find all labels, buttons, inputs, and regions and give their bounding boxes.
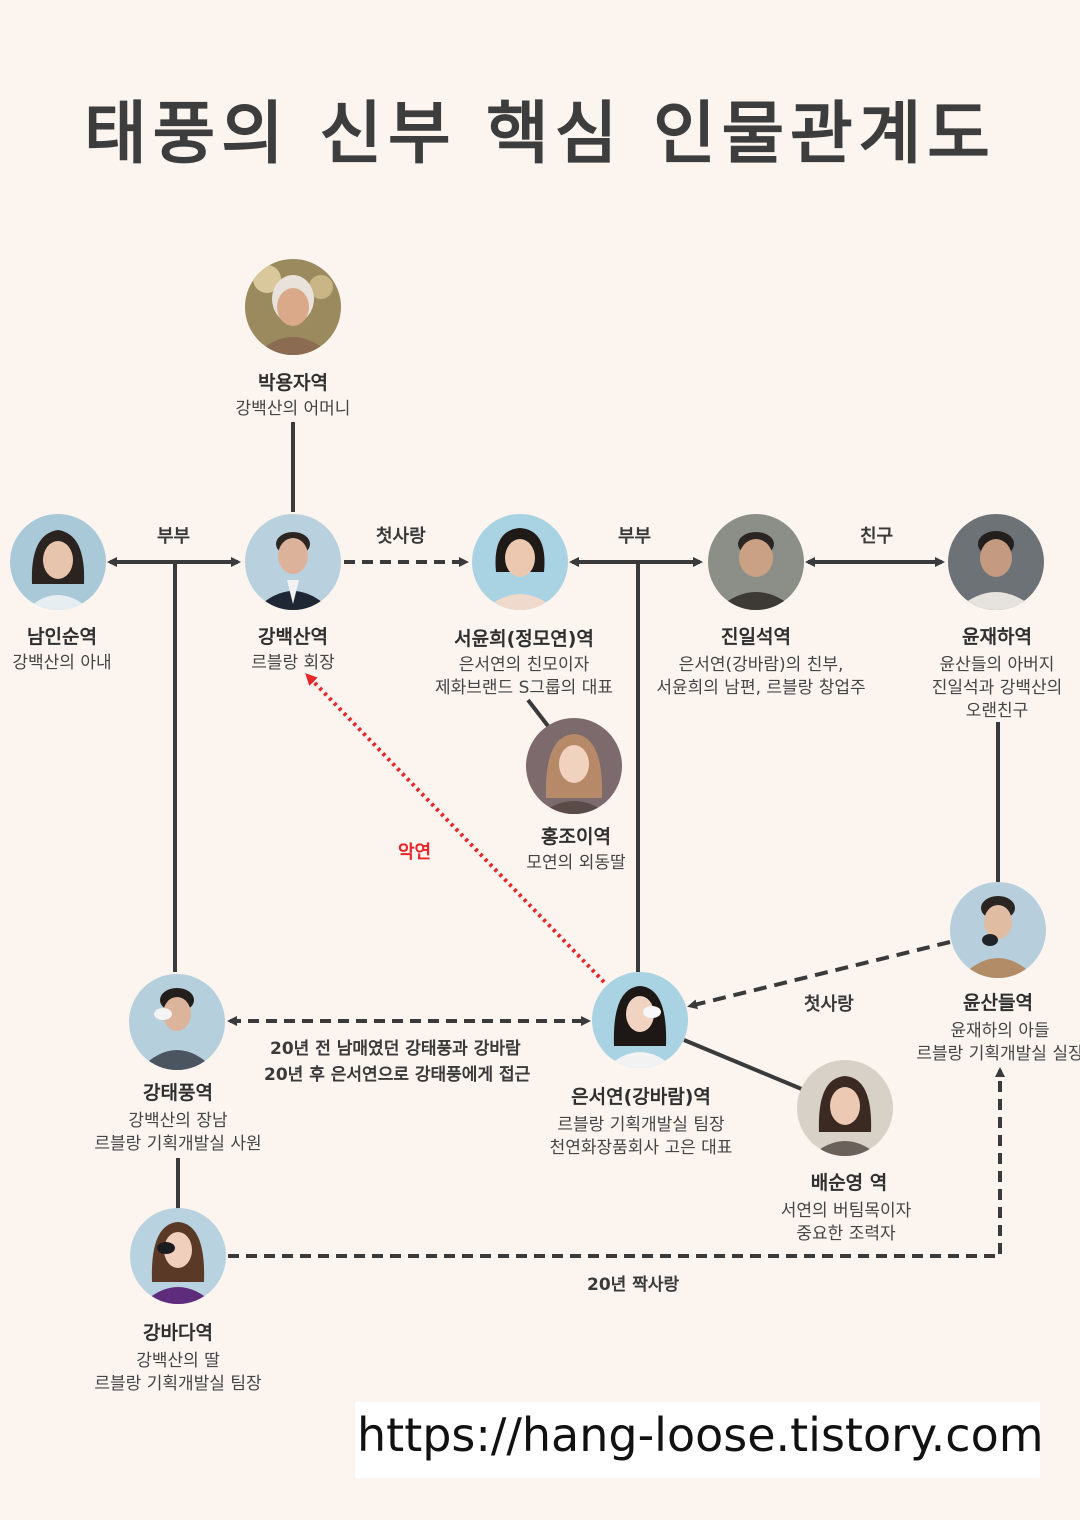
line-first-love-2 (687, 940, 951, 1010)
rel-crush: 20년 짝사랑 (587, 1275, 680, 1295)
name-seo: 서윤희(정모연)역 (454, 628, 594, 650)
name-kang-taepung: 강태풍역 (143, 1082, 213, 1104)
desc-seo: 은서연의 친모이자 제화브랜드 S그룹의 대표 (435, 655, 613, 698)
rel-first-love-1: 첫사랑 (376, 526, 426, 547)
name-kang-baeksan: 강백산역 (258, 626, 328, 648)
name-nam: 남인순역 (27, 626, 97, 648)
desc-kang-baeksan: 르블랑 회장 (251, 653, 335, 673)
rel-first-love-2: 첫사랑 (804, 994, 854, 1015)
avatar-yoon-sandeul (950, 882, 1046, 978)
desc-kang-bada: 강백산의 딸 르블랑 기획개발실 팀장 (94, 1351, 262, 1394)
avatar-seo (472, 514, 568, 610)
desc-jin: 은서연(강바람)의 친부, 서윤희의 남편, 르블랑 창업주 (656, 655, 866, 698)
avatar-kang-baeksan (245, 514, 341, 610)
desc-eun: 르블랑 기획개발실 팀장 천연화장품회사 고은 대표 (549, 1115, 733, 1158)
name-yoon-jaeha: 윤재하역 (962, 626, 1032, 648)
desc-hong: 모연의 외동딸 (526, 853, 626, 873)
avatar-park (245, 259, 341, 355)
name-bae: 배순영 역 (810, 1172, 888, 1194)
avatar-jin (708, 514, 804, 610)
rel-siblings-line-2: 20년 후 은서연으로 강태풍에게 접근 (264, 1065, 531, 1085)
desc-yoon-jaeha: 윤산들의 아버지 진일석과 강백산의 오랜친구 (931, 655, 1063, 721)
rel-bubu-1: 부부 (157, 526, 191, 547)
name-hong: 홍조이역 (541, 826, 611, 848)
line-hong (526, 698, 550, 728)
line-akyeon (305, 673, 606, 984)
name-jin: 진일석역 (721, 626, 791, 648)
desc-nam: 강백산의 아내 (12, 653, 112, 673)
name-kang-bada: 강바다역 (143, 1322, 213, 1344)
line-crush (228, 1067, 1005, 1258)
rel-siblings-line-1: 20년 전 남매였던 강태풍과 강바람 (270, 1039, 521, 1059)
page-title: 태풍의 신부 핵심 인물관계도 (84, 95, 996, 174)
desc-park: 강백산의 어머니 (235, 399, 351, 419)
desc-yoon-sandeul: 윤재하의 아들 르블랑 기획개발실 실장 (916, 1021, 1080, 1064)
avatar-kang-taepung (129, 974, 225, 1070)
avatar-nam (10, 514, 106, 610)
desc-bae: 서연의 버팀목이자 중요한 조력자 (780, 1201, 912, 1244)
url-background (355, 1402, 1040, 1478)
name-park: 박용자역 (258, 372, 328, 394)
rel-bubu-2: 부부 (618, 526, 652, 547)
name-eun: 은서연(강바람)역 (571, 1086, 711, 1108)
rel-friend: 친구 (860, 526, 894, 547)
avatar-bae (797, 1060, 893, 1156)
rel-akyeon: 악연 (398, 842, 432, 863)
avatar-kang-bada (130, 1208, 226, 1304)
avatar-hong (526, 718, 622, 814)
avatar-yoon-jaeha (948, 514, 1044, 610)
avatar-eun (592, 972, 688, 1068)
line-bae (683, 1038, 805, 1092)
source-url: https://hang-loose.tistory.com (357, 1408, 1044, 1462)
name-yoon-sandeul: 윤산들역 (963, 992, 1033, 1014)
desc-kang-taepung: 강백산의 장남 르블랑 기획개발실 사원 (94, 1111, 262, 1154)
